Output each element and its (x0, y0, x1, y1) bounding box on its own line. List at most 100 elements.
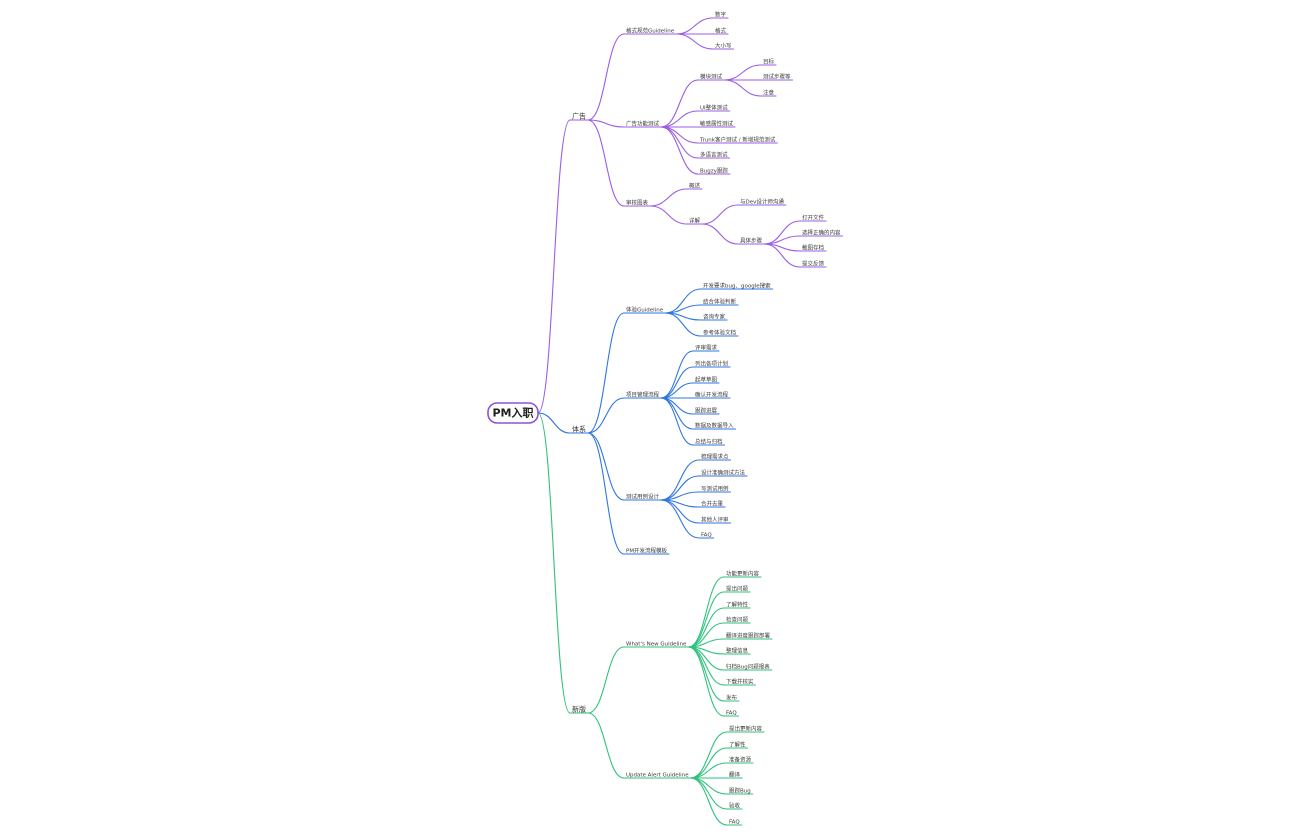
topic-label: 功能更新内容 (726, 570, 760, 578)
branch-node[interactable]: 广告 (569, 112, 589, 121)
connector-0 (537, 119, 571, 414)
topic-node[interactable]: 其他人评审 (698, 516, 732, 524)
connector-0-1-1 (660, 110, 699, 128)
topic-node[interactable]: 翻译进度跟踪部署 (723, 632, 773, 640)
connector-2-1-6 (690, 777, 728, 826)
connector-1-0-3 (664, 312, 702, 337)
topic-node[interactable]: 数据及数据导入 (692, 422, 737, 430)
root-node[interactable]: PM入职 (487, 402, 539, 424)
topic-node[interactable]: 开发要求bug、google搜索 (700, 282, 774, 290)
connector-0-1-0-0 (723, 64, 762, 81)
topic-label: 多语言测试 (700, 151, 728, 159)
topic-node[interactable]: 提出更新内容 (726, 725, 765, 733)
topic-node[interactable]: 敏感属性测试 (697, 120, 736, 128)
topic-label: 概述 (689, 182, 701, 190)
topic-node[interactable]: Trunk客户测试 / 新增规范测试 (697, 136, 778, 144)
topic-node[interactable]: FAQ (698, 533, 715, 539)
topic-node[interactable]: 格式 (712, 27, 729, 35)
topic-node[interactable]: 了解特性 (723, 601, 751, 609)
topic-label: 敏感属性测试 (700, 120, 734, 128)
connector-2-0-7 (687, 646, 725, 686)
topic-node[interactable]: 总结与归档 (692, 438, 726, 446)
connector-2-1-4 (690, 777, 728, 795)
topic-node[interactable]: 截图存档 (799, 244, 827, 252)
topic-node[interactable]: 了解性 (726, 741, 749, 749)
topic-node[interactable]: 注意 (760, 89, 777, 97)
connector-0-2-1-1-3 (763, 243, 801, 268)
topic-label: FAQ (729, 820, 740, 826)
topic-node[interactable]: PM开发流程模板 (623, 547, 670, 555)
connector-0-2-1-1 (701, 223, 739, 245)
topic-label: 提出更新内容 (729, 725, 763, 733)
connector-1 (537, 412, 571, 434)
topic-node[interactable]: 整理信息 (723, 647, 751, 655)
topic-node[interactable]: 归档Bug问题报表 (723, 663, 773, 671)
topic-node[interactable]: 跟踪进展 (692, 407, 720, 415)
topic-node[interactable]: 审核图表 (623, 199, 651, 207)
topic-label: 与Dev设计师沟通 (740, 198, 784, 206)
topic-node[interactable]: 设计准确测试方法 (698, 469, 748, 477)
topic-node[interactable]: 验收 (726, 802, 743, 810)
topic-node[interactable]: 咨询专家 (700, 313, 728, 321)
topic-node[interactable]: 合并去重 (698, 500, 726, 508)
topic-node[interactable]: 功能更新内容 (723, 570, 762, 578)
topic-label: 提交反馈 (802, 260, 825, 268)
topic-node[interactable]: What's New Guideline (623, 642, 689, 648)
topic-label: 参考体验文档 (703, 329, 737, 337)
connector-0-1-3 (660, 126, 699, 144)
topic-node[interactable]: 提交反馈 (799, 260, 827, 268)
topic-node[interactable]: 准备资源 (726, 756, 754, 764)
topic-node[interactable]: 与Dev设计师沟通 (737, 198, 787, 206)
topic-node[interactable]: 跟踪Bug (726, 787, 754, 795)
topic-node[interactable]: FAQ (723, 711, 740, 717)
topic-node[interactable]: 评审需求 (692, 344, 720, 352)
topic-node[interactable]: 多语言测试 (697, 151, 731, 159)
topic-node[interactable]: 翻译 (726, 771, 743, 779)
topic-node[interactable]: 项目管理流程 (623, 391, 662, 399)
topic-node[interactable]: 列出各项计划 (692, 360, 731, 368)
topic-label: 了解特性 (726, 601, 749, 609)
topic-node[interactable]: 确认开发流程 (692, 391, 731, 399)
topic-node[interactable]: 下载并核实 (723, 678, 757, 686)
topic-node[interactable]: 梳理需求点 (698, 453, 732, 461)
topic-node[interactable]: 数字 (712, 11, 729, 19)
topic-node[interactable]: 选择正确的内容 (799, 229, 844, 237)
topic-label: 体验Guideline (626, 306, 664, 314)
topic-node[interactable]: 结合体验判断 (700, 298, 739, 306)
topic-node[interactable]: 测试用例设计 (623, 493, 662, 501)
branch-node[interactable]: 新版 (569, 705, 589, 714)
topic-node[interactable]: 目标 (760, 58, 777, 66)
topic-node[interactable]: 具体步骤 (737, 237, 765, 245)
topic-node[interactable]: 大小写 (712, 42, 735, 50)
topic-label: 提出问题 (726, 585, 749, 593)
topic-label: 归档Bug问题报表 (726, 663, 770, 671)
topic-node[interactable]: 概述 (686, 182, 703, 190)
connector-0-1-5 (660, 126, 699, 175)
topic-node[interactable]: 提出问题 (723, 585, 751, 593)
connector-0-2 (587, 119, 625, 207)
connector-2-0-0 (687, 576, 725, 648)
topic-node[interactable]: 测试步骤等 (760, 73, 794, 81)
topic-node[interactable]: 体验Guideline (623, 306, 666, 314)
topic-node[interactable]: 格式规范Guideline (623, 27, 677, 35)
topic-node[interactable]: Update Alert Guideline (623, 773, 692, 779)
connector-1-1-0 (660, 350, 694, 399)
topic-node[interactable]: 检查问题 (723, 616, 751, 624)
topic-node[interactable]: FAQ (726, 820, 743, 826)
topic-node[interactable]: 模块测试 (697, 73, 725, 81)
topic-node[interactable]: 参考体验文档 (700, 329, 739, 337)
topic-node[interactable]: 写测试用例 (698, 485, 732, 493)
topic-node[interactable]: 发布 (723, 694, 740, 702)
topic-node[interactable]: 广告功能测试 (623, 120, 662, 128)
connector-0-0-0 (675, 17, 714, 35)
topic-node[interactable]: Bugzy跟踪 (697, 167, 731, 175)
topic-node[interactable]: 详解 (686, 217, 703, 225)
topic-node[interactable]: 起草草图 (692, 376, 720, 384)
topic-label: 检查问题 (726, 616, 749, 624)
topic-node[interactable]: 打开文件 (799, 214, 827, 222)
topic-node[interactable]: UI整体测试 (697, 104, 731, 112)
topic-label: 打开文件 (802, 214, 825, 222)
connector-1-1-1 (660, 366, 694, 399)
branch-node[interactable]: 体系 (569, 425, 589, 434)
